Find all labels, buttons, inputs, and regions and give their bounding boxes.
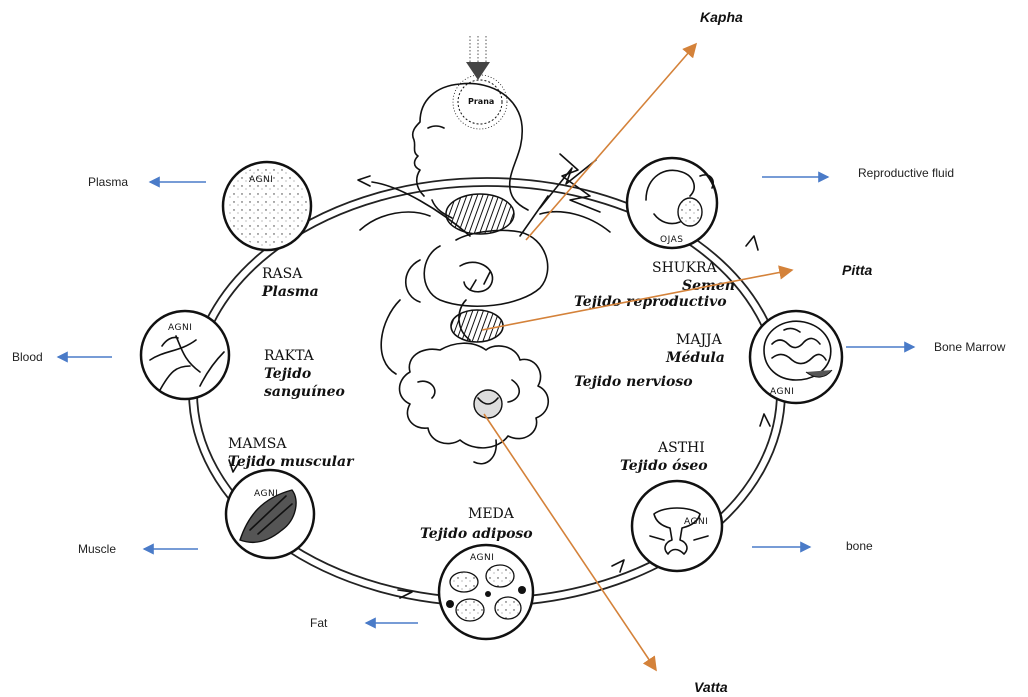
dosha-kapha-label: Kapha [700,9,743,25]
output-bone: bone [752,539,873,553]
node-rakta: AGNI RAKTA Tejido sanguíneo [141,311,345,400]
meda-name: MEDA [468,506,515,522]
meda-agni-label: AGNI [470,553,494,563]
output-plasma-label: Plasma [88,175,128,189]
output-fat-label: Fat [310,616,328,630]
output-reproductive: Reproductive fluid [762,166,954,180]
output-bone-label: bone [846,539,873,553]
output-muscle-label: Muscle [78,542,116,556]
asthi-sub: Tejido óseo [620,458,708,474]
output-blood: Blood [12,350,112,364]
output-bone-marrow: Bone Marrow [846,340,1006,354]
asthi-name: ASTHI [657,440,705,456]
majja-sub1: Médula [665,350,725,366]
rasa-sub: Plasma [261,284,319,300]
rakta-sub1: Tejido [264,366,311,382]
shukra-name: SHUKRA [652,260,718,276]
dosha-pitta-label: Pitta [842,262,873,278]
node-meda: AGNI MEDA Tejido adiposo [420,506,533,639]
rasa-name: RASA [262,266,303,282]
mamsa-sub: Tejido muscular [228,454,355,470]
output-fat: Fat [310,616,418,630]
output-blood-label: Blood [12,350,43,364]
rakta-sub2: sanguíneo [264,384,345,400]
node-asthi: AGNI ASTHI Tejido óseo [620,440,722,571]
mamsa-agni-label: AGNI [254,489,278,499]
output-bone-marrow-label: Bone Marrow [934,340,1006,354]
asthi-agni-label: AGNI [684,517,708,527]
rakta-agni-label: AGNI [168,323,192,333]
output-plasma: Plasma [88,175,206,189]
mamsa-name: MAMSA [228,436,287,452]
dosha-vatta-label: Vatta [694,679,728,695]
prana-inflow-icon [466,36,490,80]
output-reproductive-label: Reproductive fluid [858,166,954,180]
rasa-agni-label: AGNI [249,175,273,185]
node-mamsa: AGNI MAMSA Tejido muscular [226,436,355,558]
shukra-ojas-label: OJAS [660,235,683,245]
node-shukra: OJAS SHUKRA Semen Tejido reproductivo [574,158,735,310]
majja-agni-label: AGNI [770,387,794,397]
rakta-name: RAKTA [264,348,315,364]
node-rasa: AGNI RASA Plasma [223,162,319,300]
node-majja: AGNI MAJJA Médula Tejido nervioso [574,311,842,403]
meda-sub: Tejido adiposo [420,526,533,542]
majja-sub2: Tejido nervioso [574,374,693,390]
prana-label: Prana [468,97,494,106]
output-muscle: Muscle [78,542,198,556]
majja-name: MAJJA [676,332,723,348]
